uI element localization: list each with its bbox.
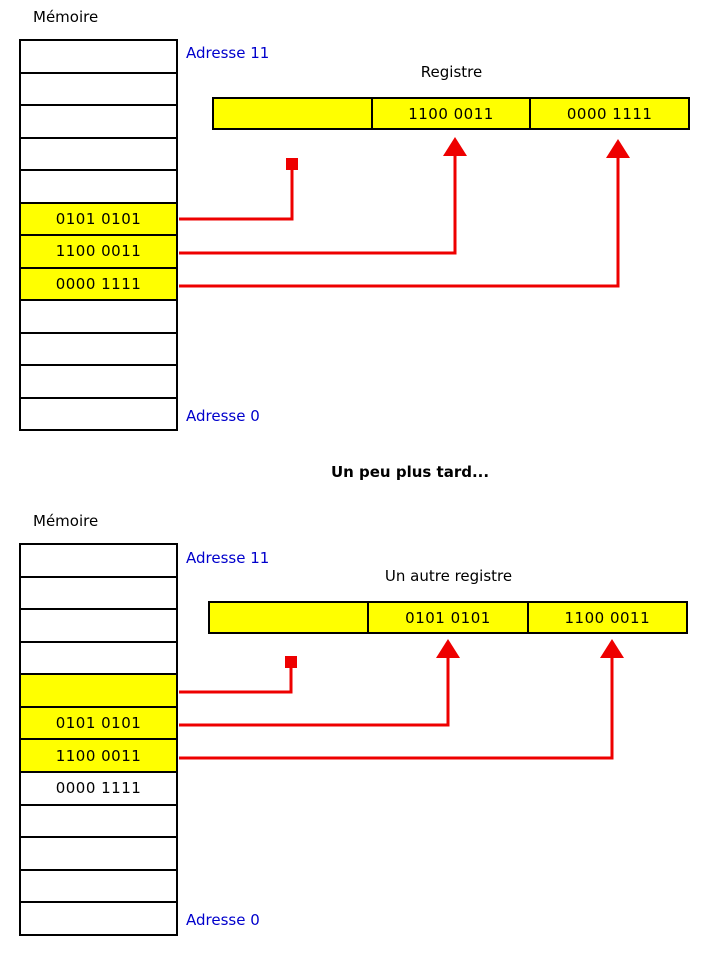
memory-cell [21,334,176,366]
memory-cell [21,139,176,171]
memory-cell [21,610,176,643]
memory-cell: 0000 1111 [21,773,176,806]
memory-title: Mémoire [33,512,99,530]
arrow-to-register-cell-2 [179,137,467,255]
address-bottom-label: Adresse 0 [186,911,260,929]
memory-cell [21,903,176,934]
address-top-label: Adresse 11 [186,549,270,567]
memory-cell [21,41,176,74]
arrowhead-icon [600,639,624,658]
memory-cell: 0101 0101 [21,203,176,236]
arrow-square-connector [179,656,297,694]
register-cell: 1100 0011 [373,99,532,128]
memory-cell [21,399,176,430]
register: 0101 0101 1100 0011 [208,601,688,634]
register-cell [214,99,373,128]
memory-cell: 1100 0011 [21,740,176,774]
memory-cell [21,74,176,106]
memory-cell [21,871,176,904]
arrow-square-connector [179,158,298,221]
arrow-to-register-cell-2 [179,639,460,727]
memory-title: Mémoire [33,8,99,26]
register-title: Un autre registre [384,567,513,585]
pointer-square-icon [286,158,298,170]
arrow-to-register-cell-3 [179,139,630,288]
memory-cell [21,106,176,139]
memory-cell [21,545,176,578]
memory-cell [21,643,176,676]
arrowhead-icon [606,139,630,158]
memory-cell [21,301,176,334]
address-bottom-label: Adresse 0 [186,407,260,425]
arrow-to-register-cell-3 [179,639,624,760]
arrowhead-icon [436,639,460,658]
memory-cell [21,366,176,399]
register-title: Registre [420,63,483,81]
register-cell: 1100 0011 [564,608,651,627]
divider-caption: Un peu plus tard... [330,463,490,481]
memory-cell: 0101 0101 [21,707,176,741]
pointer-square-icon [285,656,297,668]
memory-cell [21,171,176,204]
register-cell: 0101 0101 [369,603,529,632]
register: 1100 0011 0000 1111 [212,97,690,130]
address-top-label: Adresse 11 [186,44,270,62]
memory-cell [21,675,176,708]
register-cell: 0000 1111 [566,104,653,123]
arrowhead-icon [443,137,467,156]
memory-cell [21,838,176,871]
register-cell [210,603,370,632]
memory-cell: 1100 0011 [21,236,176,269]
memory-cell: 0000 1111 [21,268,176,301]
memory-cell [21,578,176,611]
memory-cell [21,806,176,839]
